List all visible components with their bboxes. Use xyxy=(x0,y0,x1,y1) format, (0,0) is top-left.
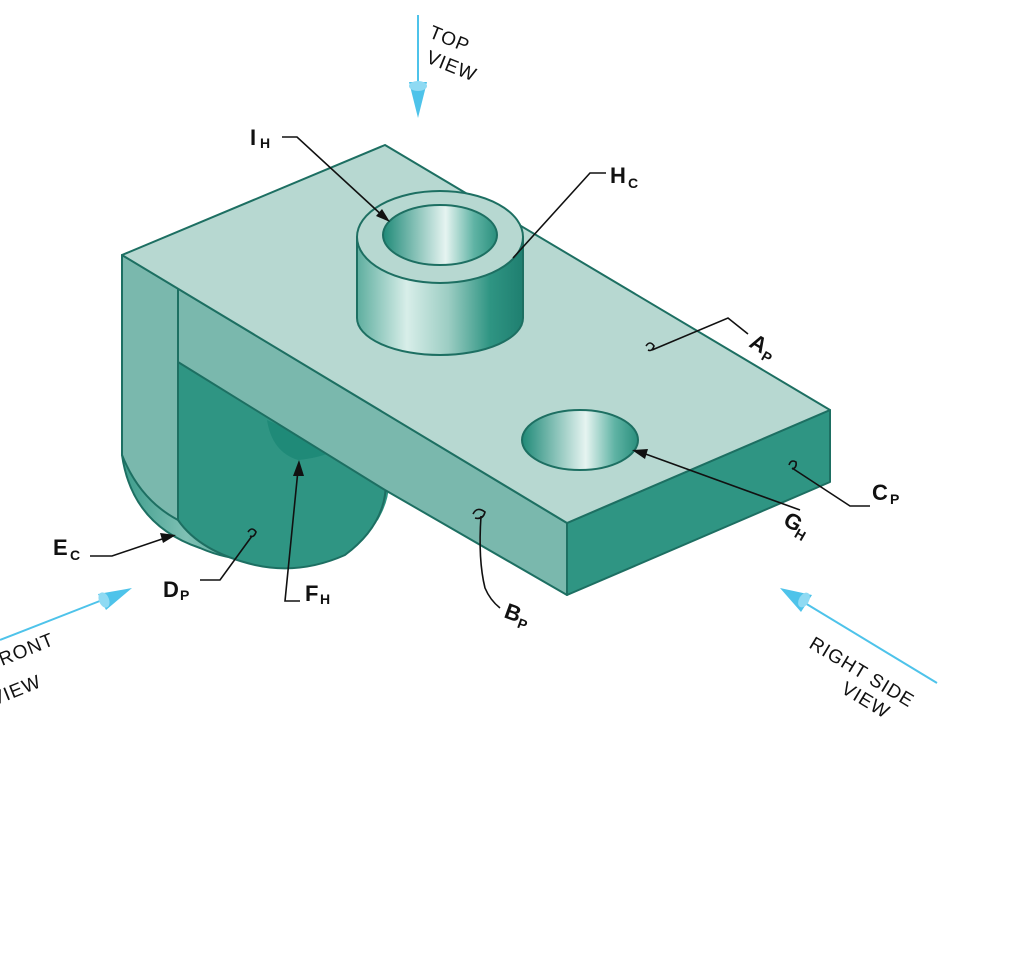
label-G-H: G H xyxy=(780,507,809,544)
top-view-arrow xyxy=(409,15,427,118)
slab-hole xyxy=(521,409,639,471)
svg-text:C: C xyxy=(628,175,638,191)
svg-text:I: I xyxy=(250,125,256,150)
f-hole-cavity xyxy=(267,420,332,460)
front-view-label-line2: VIEW xyxy=(0,671,45,710)
svg-text:H: H xyxy=(260,135,270,151)
label-F-H: F H xyxy=(305,581,330,607)
upright-side-face xyxy=(121,254,179,521)
svg-text:H: H xyxy=(610,163,626,188)
svg-text:P: P xyxy=(180,587,189,603)
upright-front-face xyxy=(177,361,387,570)
label-A-P: A P xyxy=(746,329,775,366)
svg-text:P: P xyxy=(890,491,899,507)
label-H-C: H C xyxy=(610,163,638,191)
svg-text:C: C xyxy=(872,480,888,505)
svg-text:F: F xyxy=(305,581,318,606)
svg-text:H: H xyxy=(320,591,330,607)
svg-text:D: D xyxy=(163,577,179,602)
top-view-label-line2: VIEW xyxy=(423,47,480,86)
front-view-arrow xyxy=(0,588,132,641)
leader-lines xyxy=(90,136,870,609)
part-body xyxy=(121,144,831,596)
label-B-P: B P xyxy=(501,598,529,633)
label-E-C: E C xyxy=(53,535,80,563)
label-C-P: C P xyxy=(872,480,899,507)
boss-hole xyxy=(382,204,498,266)
svg-text:C: C xyxy=(70,547,80,563)
svg-text:E: E xyxy=(53,535,68,560)
label-I-H: I H xyxy=(250,125,270,151)
label-D-P: D P xyxy=(163,577,189,603)
right-side-view-arrow xyxy=(780,588,938,684)
